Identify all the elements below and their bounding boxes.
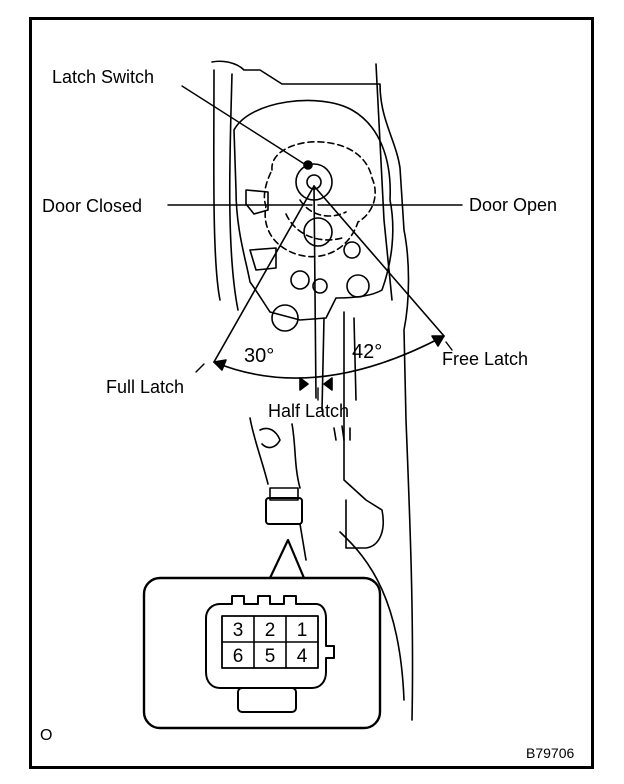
free-latch-label: Free Latch (442, 349, 529, 369)
connector-lock (237, 687, 297, 713)
pin-3: 3 (232, 620, 244, 641)
latch-switch-point (303, 160, 313, 170)
corner-mark: O (40, 727, 53, 744)
connector-callout-box (142, 576, 382, 730)
callout-pointer (268, 538, 306, 580)
connector-housing (205, 595, 335, 689)
pin-4: 4 (296, 646, 308, 667)
latch-switch-label: Latch Switch (52, 67, 155, 87)
latch-plate (233, 99, 394, 321)
pin-2: 2 (264, 620, 276, 641)
door-open-label: Door Open (469, 195, 558, 215)
pin-6: 6 (232, 646, 244, 667)
diagram-frame (29, 17, 594, 769)
body-connector (265, 497, 303, 525)
door-panel-outline (211, 60, 414, 721)
full-latch-label: Full Latch (106, 377, 185, 397)
full-latch-ray (213, 185, 315, 363)
door-closed-label: Door Closed (42, 196, 143, 216)
half-latch-ray (313, 185, 317, 399)
free-latch-ray (313, 185, 445, 337)
latch-switch-dashed (263, 140, 376, 258)
figure-id: B79706 (526, 745, 575, 761)
angle-arc (213, 335, 445, 379)
lower-bracket (343, 311, 384, 549)
pin-5: 5 (264, 646, 276, 667)
half-latch-label: Half Latch (268, 401, 350, 421)
full-latch-angle: 30° (244, 345, 275, 367)
free-latch-angle: 42° (352, 341, 383, 363)
pin-1: 1 (296, 620, 308, 641)
latch-switch-leader (181, 85, 307, 166)
